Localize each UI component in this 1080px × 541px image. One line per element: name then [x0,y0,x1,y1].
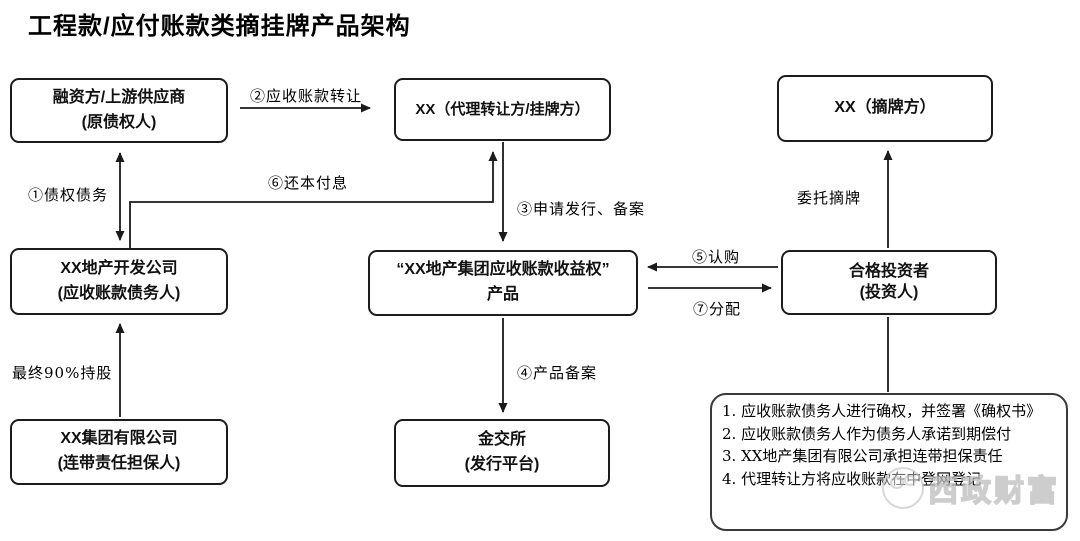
box-developer-line1: XX地产开发公司 [60,259,178,277]
box-delister-line1: XX（摘牌方） [834,99,936,117]
label-step6: ⑥还本付息 [268,174,349,192]
box-investor-line1: 合格投资者 [848,262,929,280]
box-investor-line2: (投资人) [859,283,919,301]
label-step5: ⑤认购 [692,248,741,266]
label-holding-90pct: 最终90%持股 [12,364,113,382]
box-exchange-line1: 金交所 [477,431,526,449]
label-step2: ②应收账款转让 [250,87,363,105]
label-entrust-delist: 委托摘牌 [797,189,862,207]
watermark: 西政财富 [882,466,1060,510]
box-agent-transferor-line1: XX（代理转让方/挂牌方） [415,100,590,118]
label-step7: ⑦分配 [693,300,742,318]
box-notes: 1. 应收账款债务人进行确权，并签署《确权书》 2. 应收账款债务人作为债务人承… [710,393,1068,531]
box-agent-transferor: XX（代理转让方/挂牌方） [394,78,611,141]
box-group-line2: (连带责任担保人) [57,455,181,472]
note-item-2: 2. 应收账款债务人作为债务人承诺到期偿付 [722,424,1012,443]
box-exchange-platform: 金交所 (发行平台) [394,419,610,487]
box-product-line2: 产品 [486,286,519,303]
box-group-line1: XX集团有限公司 [60,430,178,448]
box-product-line1: “XX地产集团应收账款收益权” [396,261,610,279]
box-financier-line1: 融资方/上游供应商 [52,88,186,106]
box-group-guarantor: XX集团有限公司 (连带责任担保人) [10,419,228,485]
label-step1: ①债权债务 [28,186,109,204]
box-delister: XX（摘牌方） [777,75,993,142]
box-financier: 融资方/上游供应商 (原债权人) [10,78,228,143]
label-step3: ③申请发行、备案 [517,200,646,218]
wechat-bubbles-icon [882,467,924,509]
box-qualified-investor: 合格投资者 (投资人) [781,250,997,315]
box-developer-debtor: XX地产开发公司 (应收账款债务人) [10,248,228,315]
arrow-step6-repay [129,151,498,248]
box-product: “XX地产集团应收账款收益权” 产品 [368,250,638,316]
box-financier-line2: (原债权人) [81,113,157,131]
page-title: 工程款/应付账款类摘挂牌产品架构 [28,13,411,40]
note-item-3: 3. XX地产集团有限公司承担连带担保责任 [722,447,1003,465]
box-exchange-line2: (发行平台) [464,456,540,473]
watermark-text: 西政财富 [927,474,1060,509]
label-step4: ④产品备案 [517,364,598,382]
box-developer-line2: (应收账款债务人) [57,284,181,302]
note-item-1: 1. 应收账款债务人进行确权，并签署《确权书》 [722,402,1042,420]
